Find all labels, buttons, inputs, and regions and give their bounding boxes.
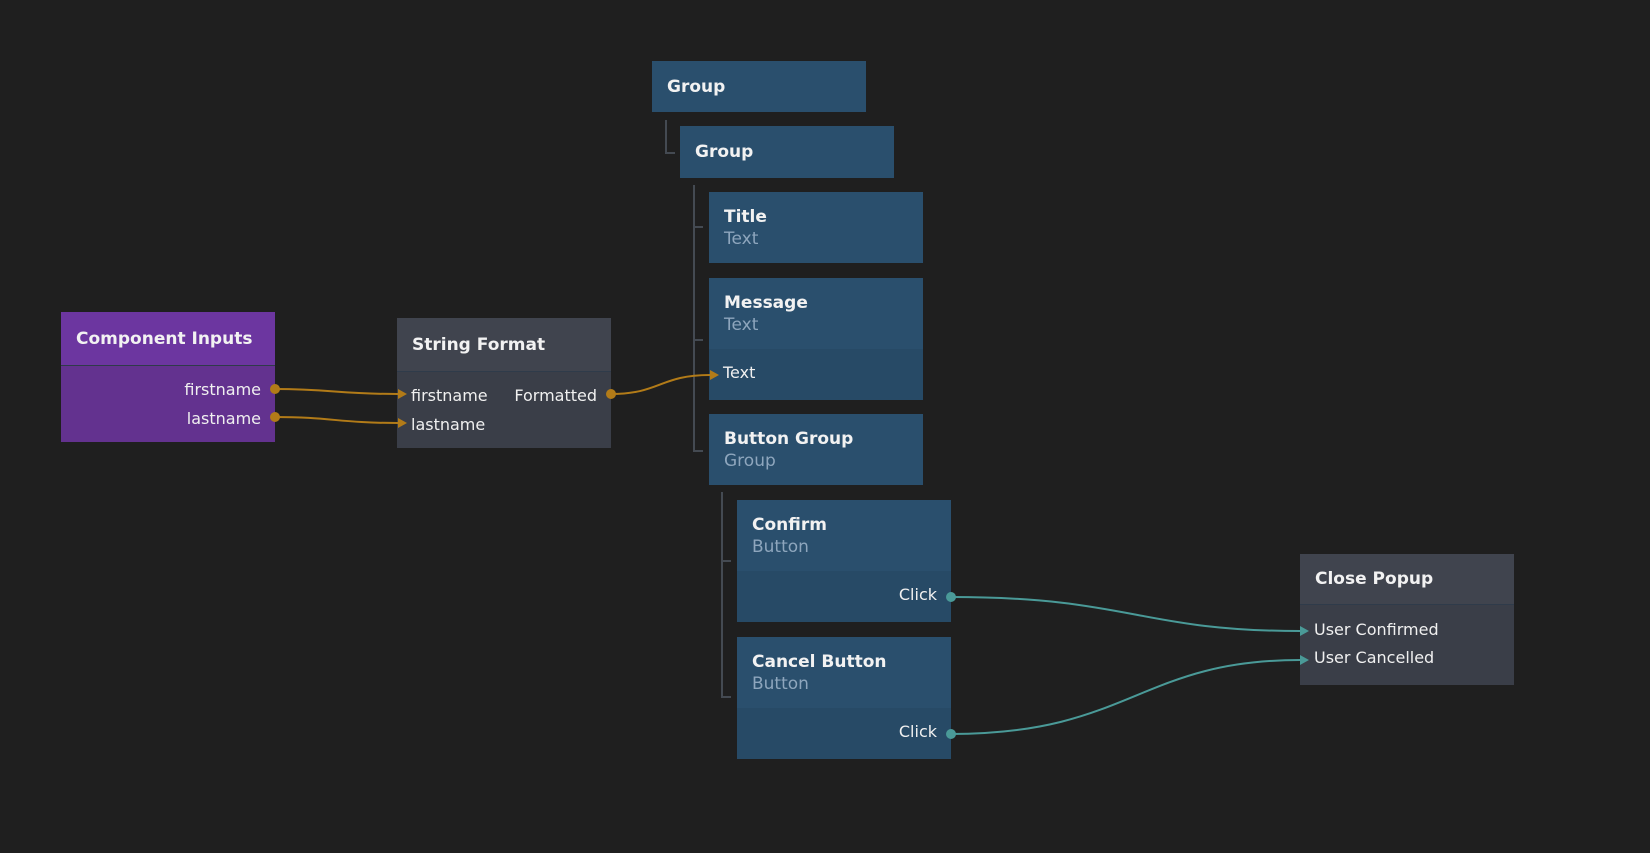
- node-title: Cancel Button: [752, 651, 887, 672]
- tree-line: [721, 560, 731, 562]
- wire-firstname: [274, 388, 399, 395]
- tree-line: [693, 339, 703, 341]
- tree-line: [693, 450, 703, 452]
- output-port-formatted[interactable]: Formatted: [514, 386, 597, 405]
- cancel-button-node[interactable]: Cancel Button Button Click: [737, 637, 951, 759]
- output-port-click[interactable]: Click: [898, 722, 937, 741]
- node-title: String Format: [412, 334, 546, 355]
- tree-line: [693, 185, 695, 452]
- input-port-user-cancelled[interactable]: User Cancelled: [1314, 648, 1435, 667]
- button-group-node[interactable]: Button Group Group: [709, 414, 923, 485]
- wire-formatted: [610, 374, 711, 395]
- string-format-node[interactable]: String Format firstname lastname Formatt…: [397, 318, 611, 448]
- output-port-click[interactable]: Click: [898, 585, 937, 604]
- tree-line: [693, 226, 703, 228]
- wire-cancel-click: [950, 659, 1301, 735]
- component-inputs-node[interactable]: Component Inputs firstname lastname: [61, 312, 275, 442]
- node-type: Group: [724, 450, 776, 471]
- node-header[interactable]: Confirm Button: [737, 500, 951, 571]
- node-body: firstname lastname Formatted: [397, 372, 611, 448]
- node-type: Button: [752, 673, 809, 694]
- close-popup-node[interactable]: Close Popup User Confirmed User Cancelle…: [1300, 554, 1514, 685]
- node-title: Group: [667, 76, 726, 97]
- node-header[interactable]: Group: [680, 126, 894, 178]
- input-port-text[interactable]: Text: [723, 363, 756, 382]
- node-title: Group: [695, 142, 754, 162]
- node-header[interactable]: Cancel Button Button: [737, 637, 951, 708]
- node-header[interactable]: Title Text: [709, 192, 923, 263]
- node-title: Close Popup: [1315, 569, 1434, 589]
- wire-lastname: [274, 416, 399, 424]
- tree-line: [721, 696, 731, 698]
- node-header[interactable]: Button Group Group: [709, 414, 923, 485]
- node-body: firstname lastname: [61, 366, 275, 442]
- output-port-lastname[interactable]: lastname: [186, 409, 261, 428]
- node-body: Click: [737, 571, 951, 622]
- output-port-firstname[interactable]: firstname: [184, 380, 261, 399]
- node-type: Button: [752, 536, 809, 557]
- wire-confirm-click: [950, 596, 1301, 632]
- group-node-outer[interactable]: Group: [652, 61, 866, 112]
- input-port-lastname[interactable]: lastname: [411, 415, 486, 434]
- node-title: Title: [724, 206, 767, 227]
- node-header[interactable]: Component Inputs: [61, 312, 275, 366]
- node-header[interactable]: Close Popup: [1300, 554, 1514, 605]
- node-body: Text: [709, 349, 923, 400]
- node-header[interactable]: Message Text: [709, 278, 923, 349]
- node-type: Text: [724, 228, 759, 249]
- node-header[interactable]: String Format: [397, 318, 611, 372]
- node-title: Message: [724, 292, 808, 313]
- message-text-node[interactable]: Message Text Text: [709, 278, 923, 400]
- node-body: Click: [737, 708, 951, 759]
- node-title: Button Group: [724, 428, 854, 449]
- tree-line: [721, 492, 723, 698]
- node-type: Text: [724, 314, 759, 335]
- node-body: User Confirmed User Cancelled: [1300, 605, 1514, 685]
- node-header[interactable]: Group: [652, 61, 866, 112]
- node-title: Confirm: [752, 514, 827, 535]
- input-port-firstname[interactable]: firstname: [411, 386, 488, 405]
- node-title: Component Inputs: [76, 328, 253, 349]
- input-port-user-confirmed[interactable]: User Confirmed: [1314, 620, 1439, 639]
- title-text-node[interactable]: Title Text: [709, 192, 923, 263]
- confirm-button-node[interactable]: Confirm Button Click: [737, 500, 951, 622]
- group-node-inner[interactable]: Group: [680, 126, 894, 178]
- tree-line: [665, 152, 675, 154]
- tree-line: [665, 120, 667, 154]
